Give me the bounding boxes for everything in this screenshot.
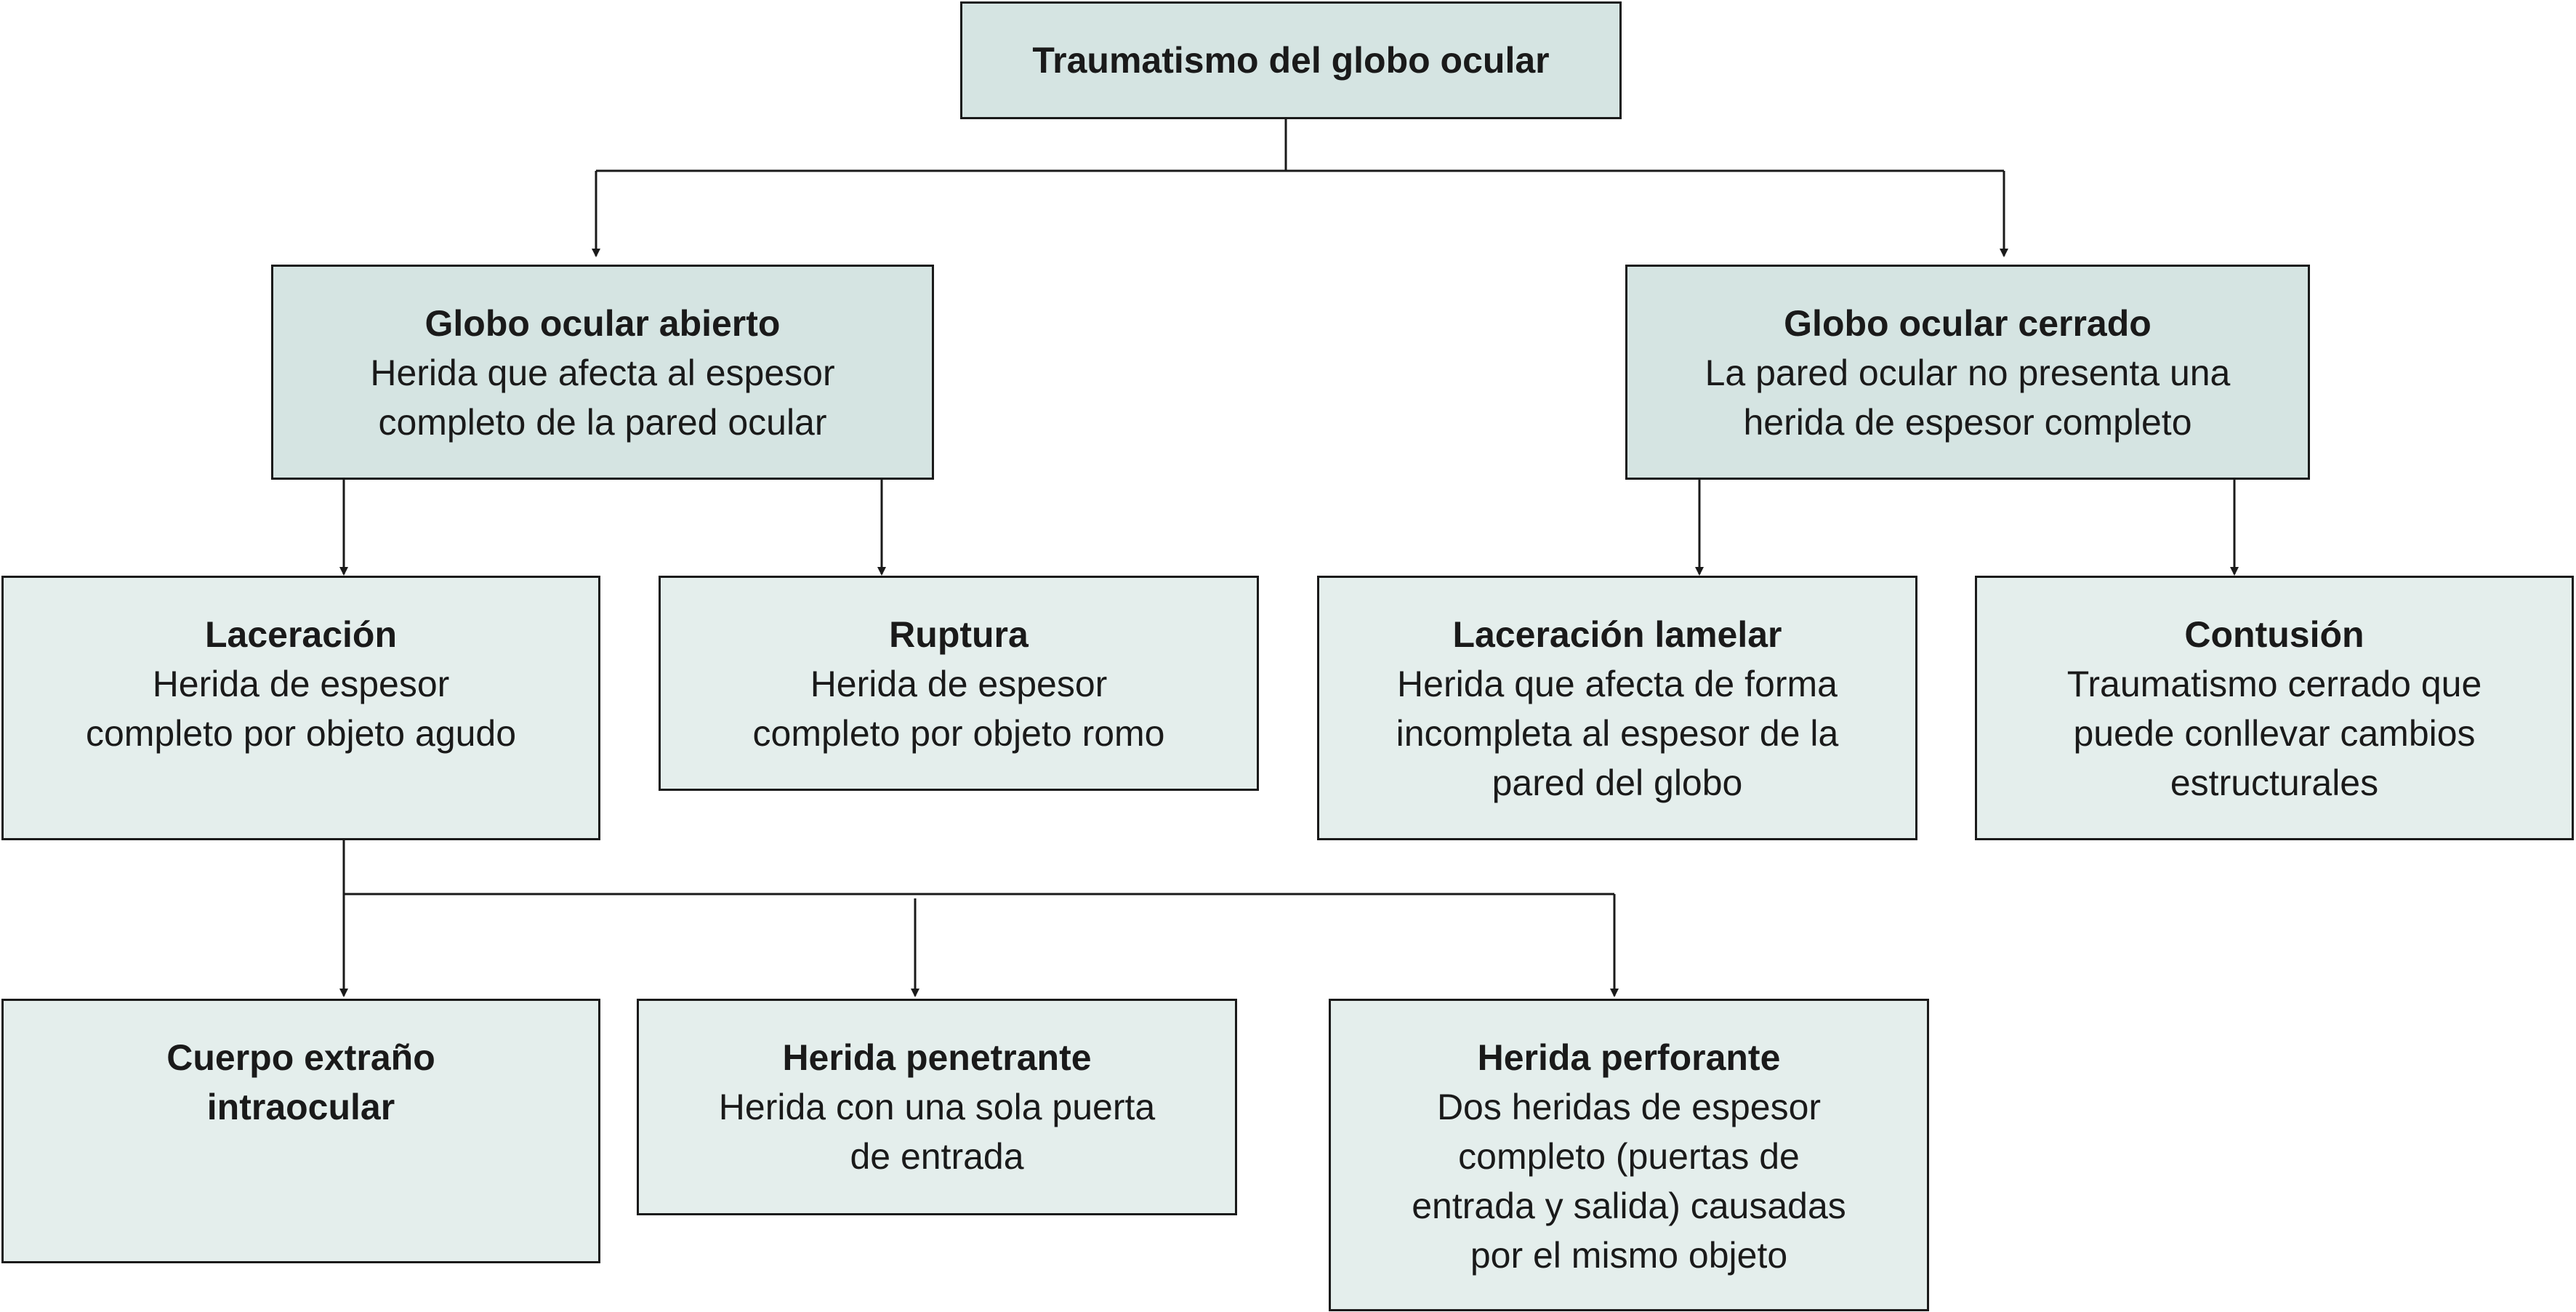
node-open-globe-title: Globo ocular abierto bbox=[424, 303, 781, 344]
node-contusion-desc: Traumatismo cerrado que puede conllevar … bbox=[2066, 664, 2482, 803]
node-closed-globe: Globo ocular cerrado La pared ocular no … bbox=[1625, 265, 2310, 480]
node-laceration-desc: Herida de espesor completo por objeto ag… bbox=[85, 664, 517, 754]
node-open-globe-desc: Herida que afecta al espesor completo de… bbox=[370, 353, 835, 443]
node-open-globe: Globo ocular abierto Herida que afecta a… bbox=[271, 265, 934, 480]
node-foreign-body: Cuerpo extraño intraocular bbox=[1, 999, 600, 1263]
node-lamellar-laceration: Laceración lamelar Herida que afecta de … bbox=[1317, 576, 1917, 840]
node-lamellar-laceration-title: Laceración lamelar bbox=[1452, 614, 1782, 655]
node-foreign-body-title: Cuerpo extraño intraocular bbox=[166, 1037, 435, 1127]
node-laceration: Laceración Herida de espesor completo po… bbox=[1, 576, 600, 840]
node-contusion: Contusión Traumatismo cerrado que puede … bbox=[1975, 576, 2574, 840]
node-perforating-title: Herida perforante bbox=[1477, 1037, 1781, 1078]
node-contusion-title: Contusión bbox=[2184, 614, 2364, 655]
node-rupture-title: Ruptura bbox=[889, 614, 1029, 655]
node-lamellar-laceration-desc: Herida que afecta de forma incompleta al… bbox=[1396, 664, 1839, 803]
node-root-title: Traumatismo del globo ocular bbox=[1032, 40, 1550, 81]
node-laceration-title: Laceración bbox=[204, 614, 397, 655]
node-closed-globe-title: Globo ocular cerrado bbox=[1784, 303, 2152, 344]
node-perforating-desc: Dos heridas de espesor completo (puertas… bbox=[1412, 1087, 1846, 1276]
node-perforating: Herida perforante Dos heridas de espesor… bbox=[1329, 999, 1929, 1311]
node-rupture: Ruptura Herida de espesor completo por o… bbox=[659, 576, 1259, 791]
node-closed-globe-desc: La pared ocular no presenta una herida d… bbox=[1704, 353, 2231, 443]
node-penetrating-desc: Herida con una sola puerta de entrada bbox=[718, 1087, 1156, 1177]
node-root: Traumatismo del globo ocular bbox=[960, 1, 1622, 119]
node-penetrating: Herida penetrante Herida con una sola pu… bbox=[637, 999, 1237, 1215]
node-rupture-desc: Herida de espesor completo por objeto ro… bbox=[752, 664, 1165, 754]
node-penetrating-title: Herida penetrante bbox=[782, 1037, 1092, 1078]
